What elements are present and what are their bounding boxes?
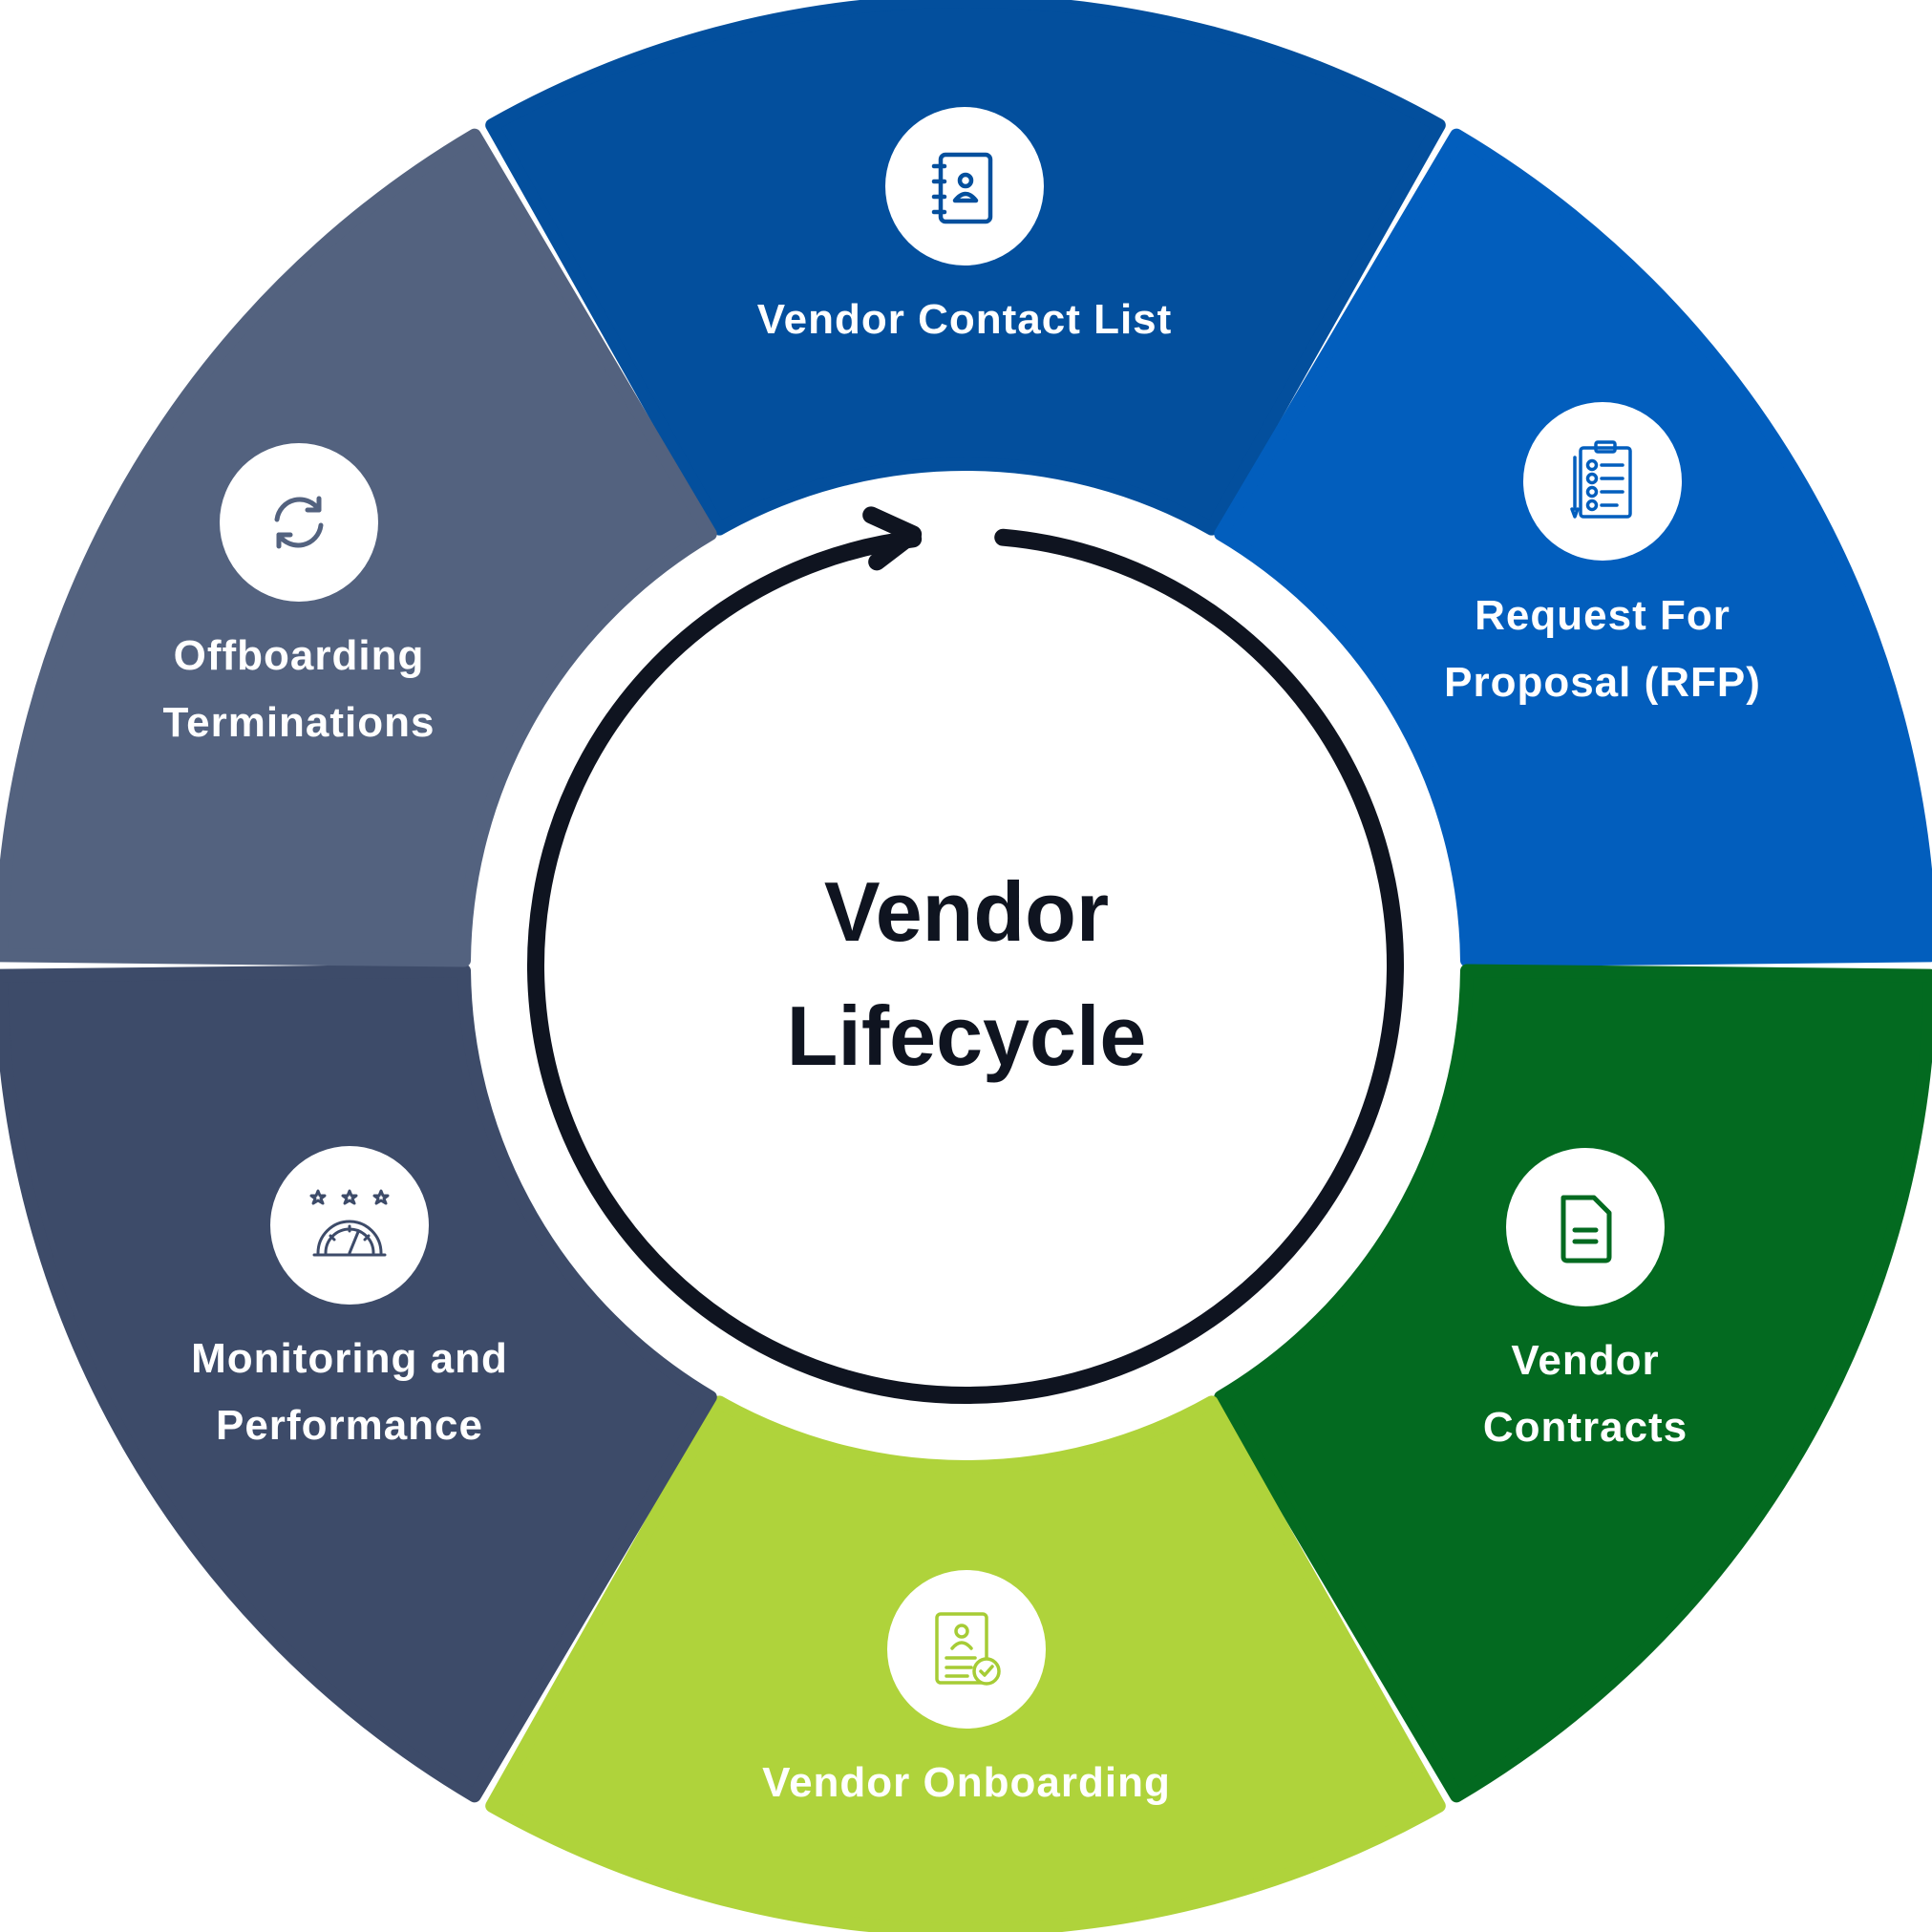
- center-title: Vendor Lifecycle: [787, 850, 1147, 1098]
- center-title-line-2: Lifecycle: [786, 988, 1147, 1083]
- cycle-arrow-head: [862, 506, 923, 571]
- segment-label-offboarding-terminations: Offboarding Terminations: [162, 632, 435, 746]
- speedometer-rating-icon: [270, 1146, 429, 1305]
- segment-label-request-for-proposal: Request For Proposal (RFP): [1444, 592, 1761, 706]
- center-title-line-1: Vendor: [823, 864, 1110, 959]
- segment-monitoring-performance: [0, 964, 717, 1803]
- refresh-cycle-icon: [220, 443, 378, 602]
- profile-approved-icon: [887, 1570, 1046, 1729]
- cycle-arrow-arc: [527, 528, 1404, 1404]
- contact-book-icon: [885, 107, 1044, 265]
- document-icon: [1506, 1148, 1665, 1306]
- segment-label-monitoring-performance: Monitoring and Performance: [191, 1335, 508, 1449]
- segment-label-vendor-contracts: Vendor Contracts: [1482, 1337, 1688, 1451]
- segment-label-vendor-contact-list: Vendor Contact List: [756, 296, 1173, 343]
- clipboard-checklist-icon: [1523, 402, 1682, 561]
- segment-label-vendor-onboarding: Vendor Onboarding: [762, 1759, 1171, 1806]
- segment-vendor-contracts: [1214, 964, 1932, 1803]
